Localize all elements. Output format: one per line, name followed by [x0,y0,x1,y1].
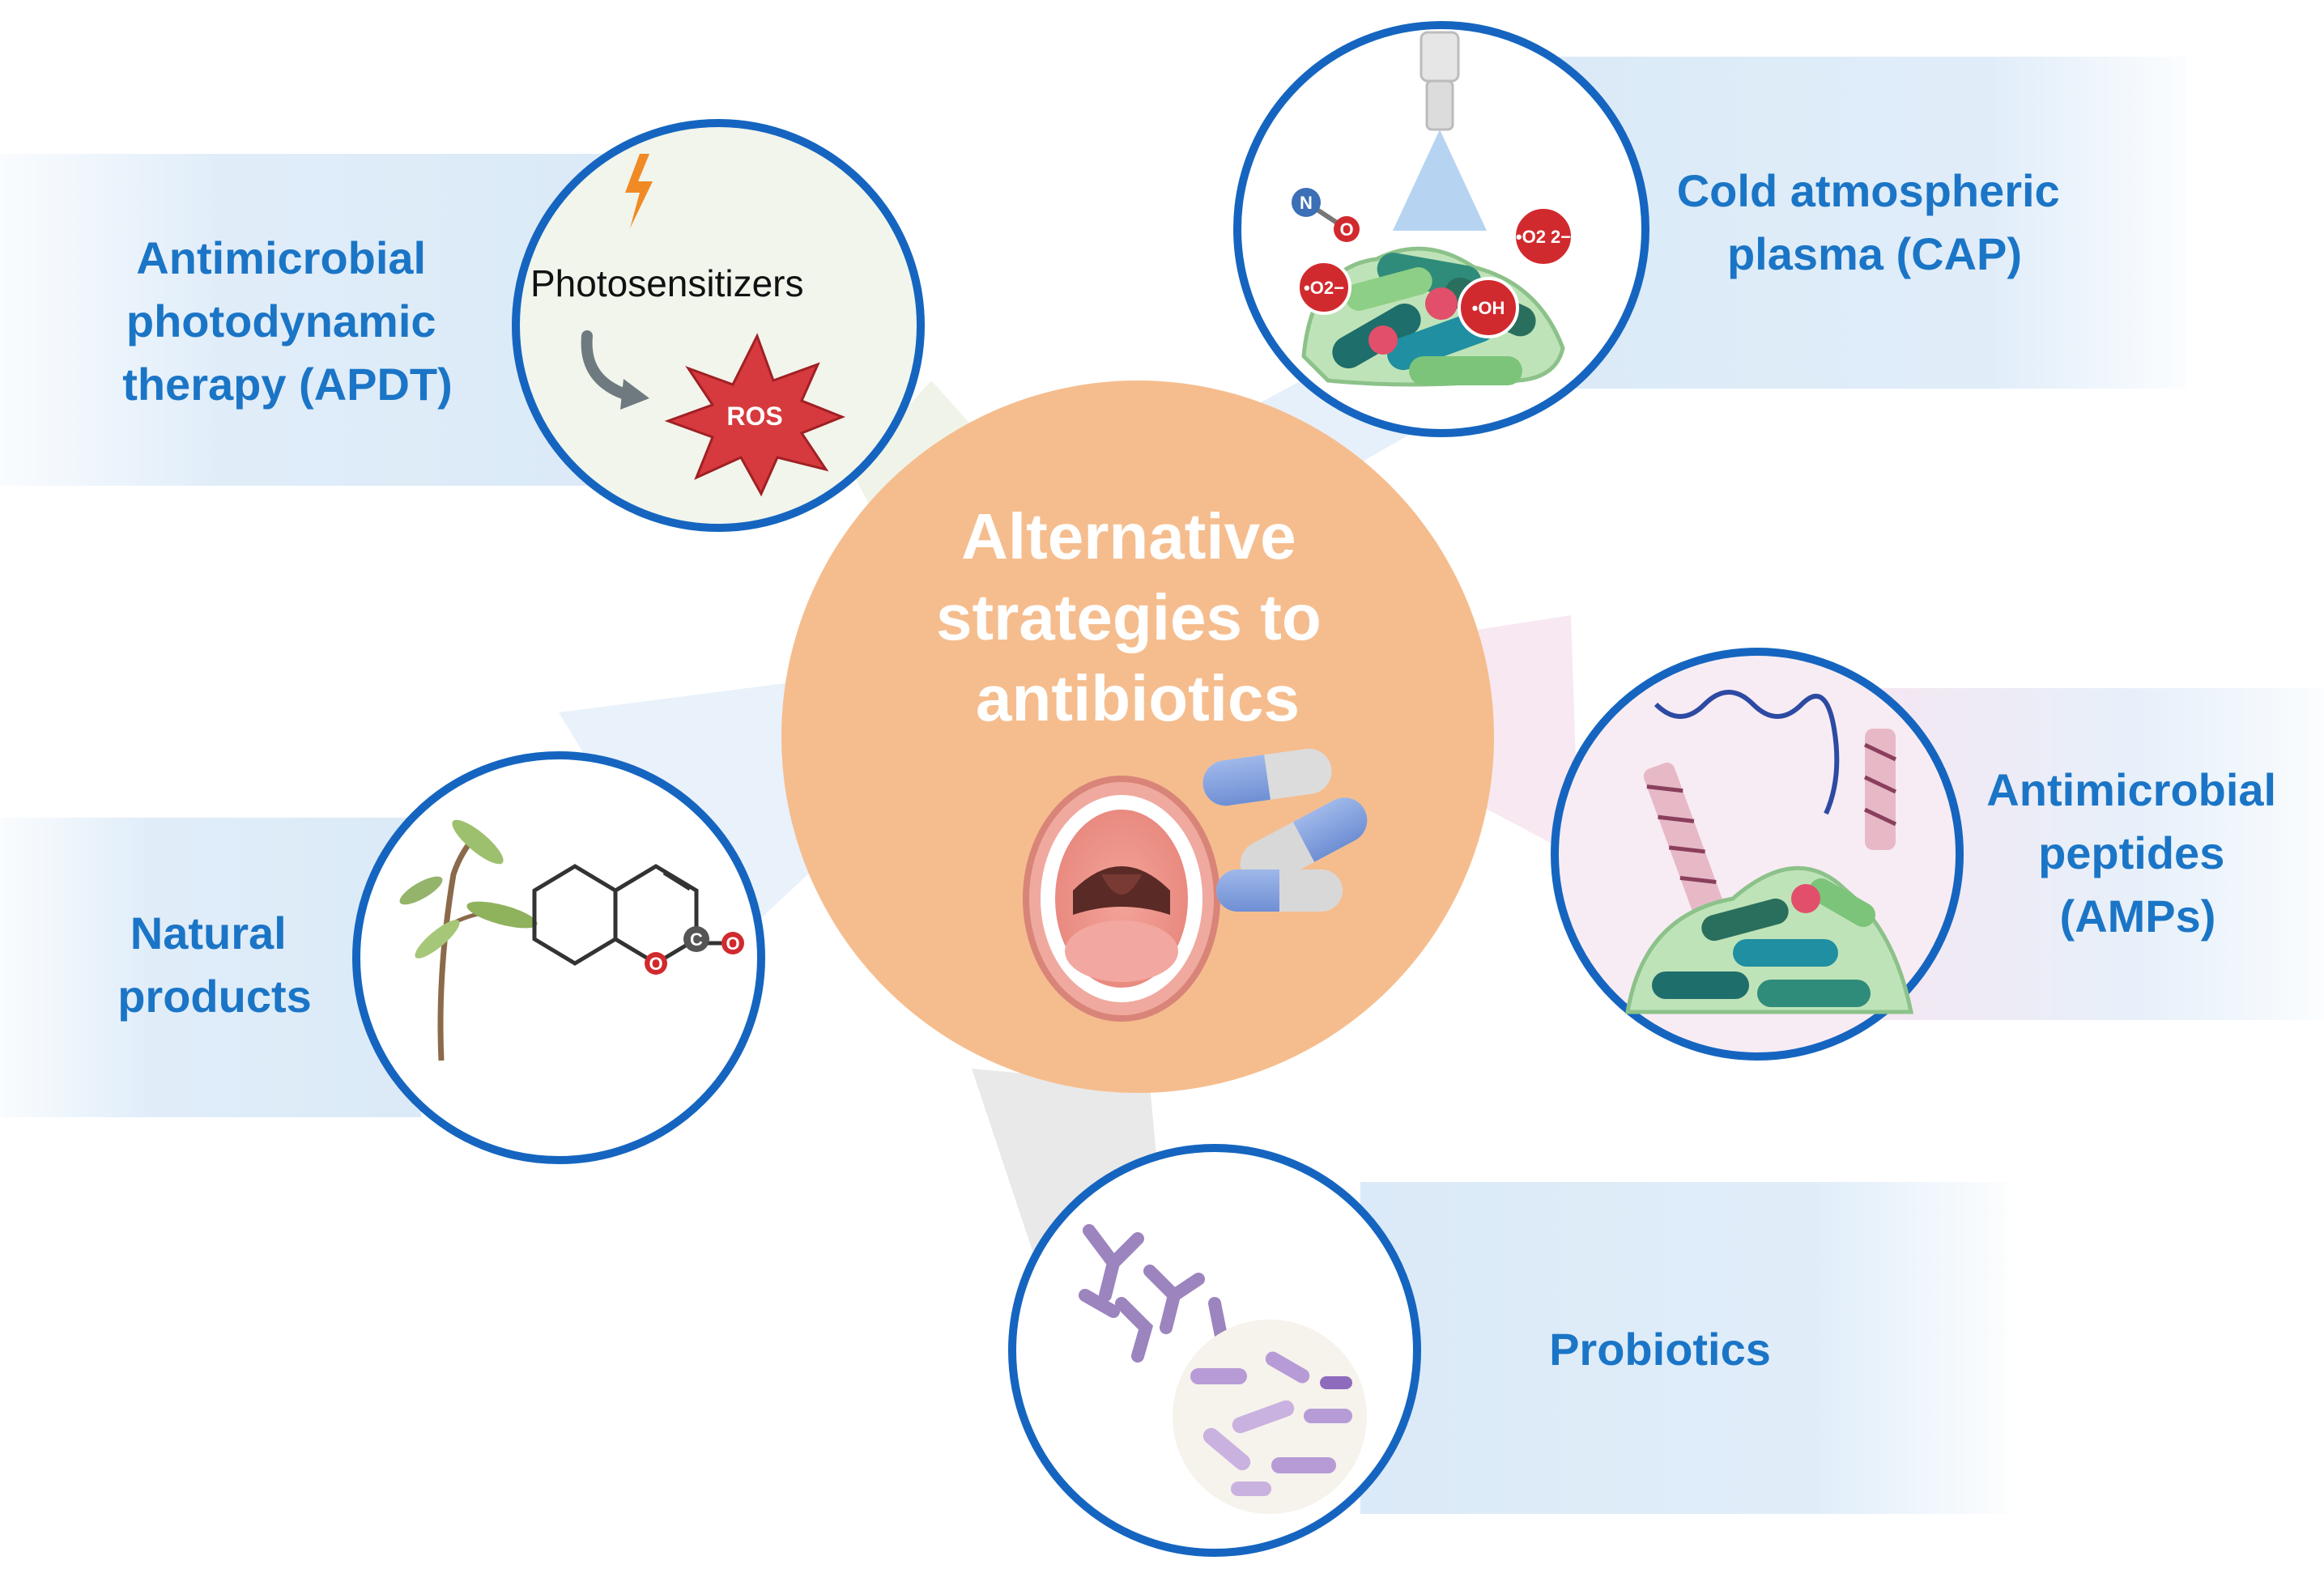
svg-text:•O2−: •O2− [1304,278,1344,298]
lactobacilli-microscope-icon [1173,1320,1367,1514]
center-title: Alternative strategies to antibiotics [936,500,1339,734]
center-title-line-3: antibiotics [976,662,1300,734]
carbonyl-carbon-icon: C [683,926,709,952]
amps-label-line-1: Antimicrobial [1986,764,2276,815]
svg-text:O: O [649,954,662,974]
nitric-oxide-icon: N O [1292,188,1360,242]
arrow-head-icon [620,379,649,410]
ros-label: ROS [726,402,782,431]
cap-label-line-1: Cold atmospheric [1677,165,2060,216]
apdt-label-line-3: therapy (APDT) [122,359,453,410]
apdt-label-line-2: photodynamic [126,295,436,346]
probiotics-label: Probiotics [1549,1324,1771,1375]
amps-label-line-2: peptides [2038,827,2224,878]
probiotics-label-line-1: Probiotics [1549,1324,1771,1375]
natural-band [0,818,421,1117]
ros-burst-icon [664,333,846,497]
center-circle [781,380,1494,1093]
svg-text:•O2 2−: •O2 2− [1516,227,1571,247]
svg-text:O: O [1339,219,1353,240]
photosensitizers-label: Photosensitizers [530,262,804,304]
svg-text:N: N [1300,193,1313,213]
plant-icon [399,819,538,1061]
capsule-icon-1 [1202,748,1332,806]
svg-text:O: O [726,933,739,954]
natural-label: Natural products [117,908,312,1022]
probiotics-band [1360,1182,2008,1514]
bifidobacteria-icon [1079,1224,1229,1363]
helix-peptide-icon-2 [1863,729,1897,850]
hydroxyl-icon: •OH [1458,277,1519,338]
center-title-line-2: strategies to [936,581,1322,653]
open-mouth-icon [1023,776,1220,1022]
amps-label-line-3: (AMPs) [2060,891,2216,942]
apdt-label-line-1: Antimicrobial [136,232,426,283]
svg-text:C: C [690,929,703,950]
natural-label-line-1: Natural [130,908,287,959]
apdt-label: Antimicrobial photodynamic therapy (APDT… [122,232,453,410]
lightning-icon [625,154,653,228]
capsule-icon-3 [1216,869,1343,912]
capsule-icon-2 [1240,797,1368,886]
natural-circle [352,751,765,1164]
center-title-line-1: Alternative [961,500,1296,572]
amps-biofilm-icon [1625,865,1914,1014]
superoxide-icon-1: •O2− [1296,260,1351,315]
peptide-chain-icon [1654,690,1840,815]
natural-label-line-2: products [117,971,312,1022]
plasma-jet-icon [1393,31,1487,231]
cap-label: Cold atmospheric plasma (CAP) [1677,165,2073,279]
amps-label: Antimicrobial peptides (AMPs) [1986,764,2288,942]
carbonyl-oxygen-icon: O [721,932,744,954]
arrow-icon [581,330,633,401]
peroxide-icon: •O2 2− [1513,206,1574,267]
cap-label-line-2: plasma (CAP) [1727,228,2022,279]
helix-peptide-icon-1 [1643,763,1726,921]
svg-text:•OH: •OH [1472,298,1505,318]
ring-oxygen-icon: O [645,952,667,975]
